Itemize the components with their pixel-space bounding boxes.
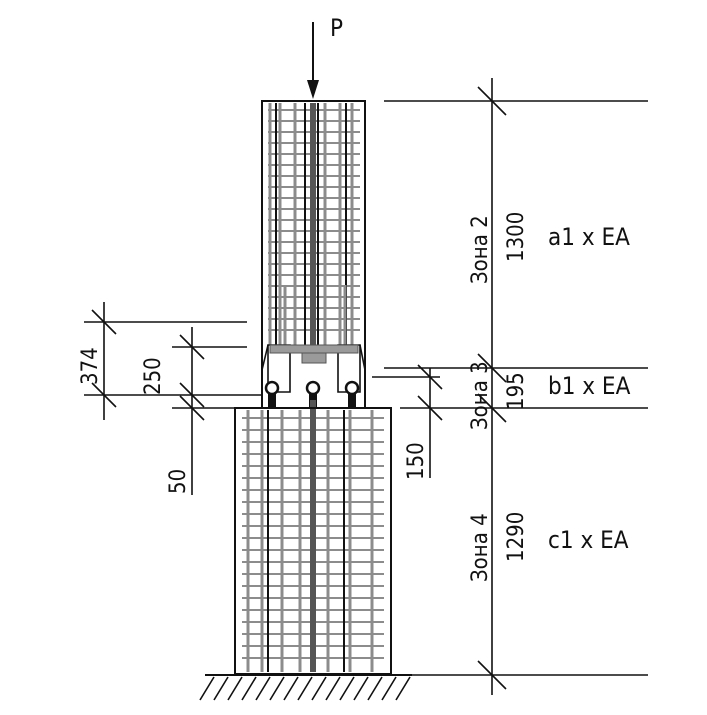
zone-3-stiffness: b1 x EA bbox=[548, 372, 631, 400]
lower-column-reinforcement bbox=[242, 400, 384, 672]
zone-2-name: Зона 2 bbox=[468, 215, 493, 284]
zone-3-name: Зона 3 bbox=[468, 361, 493, 430]
upper-column-reinforcement bbox=[268, 103, 360, 362]
dim-250: 250 bbox=[141, 357, 166, 395]
zone-2-stiffness: a1 x EA bbox=[548, 223, 630, 251]
upper-column bbox=[261, 100, 366, 409]
lower-column bbox=[234, 400, 392, 675]
load-label: P bbox=[330, 14, 343, 42]
hatch-line bbox=[311, 676, 327, 701]
hatch-line bbox=[297, 676, 313, 701]
hatch-line bbox=[325, 676, 341, 701]
hatch-line bbox=[381, 676, 397, 701]
zone-2-length: 1300 bbox=[504, 212, 529, 262]
hatch-line bbox=[283, 676, 299, 701]
bolt-left bbox=[264, 380, 280, 408]
hatch-line bbox=[199, 676, 215, 701]
zone-3-length: 195 bbox=[504, 372, 529, 410]
load-arrow bbox=[307, 22, 319, 99]
fixed-support-hatch bbox=[199, 674, 412, 701]
bolt-right bbox=[344, 380, 360, 408]
zone-4-name: Зона 4 bbox=[468, 513, 493, 582]
hatch-line bbox=[395, 676, 411, 701]
hatch-line bbox=[227, 676, 243, 701]
zone-4-stiffness: c1 x EA bbox=[548, 526, 629, 554]
hatch-line bbox=[353, 676, 369, 701]
hatch-line bbox=[213, 676, 229, 701]
zone-4-length: 1290 bbox=[504, 512, 529, 562]
dim-374: 374 bbox=[78, 347, 103, 385]
dim-50: 50 bbox=[166, 469, 191, 494]
hatch-line bbox=[339, 676, 355, 701]
right-dimension-chain bbox=[372, 78, 648, 695]
left-dimension-chain bbox=[84, 302, 262, 495]
hatch-line bbox=[269, 676, 285, 701]
dim-150: 150 bbox=[404, 442, 429, 480]
hatch-line bbox=[367, 676, 383, 701]
hatch-line bbox=[241, 676, 257, 701]
hatch-line bbox=[255, 676, 271, 701]
joint-connection bbox=[261, 344, 366, 408]
